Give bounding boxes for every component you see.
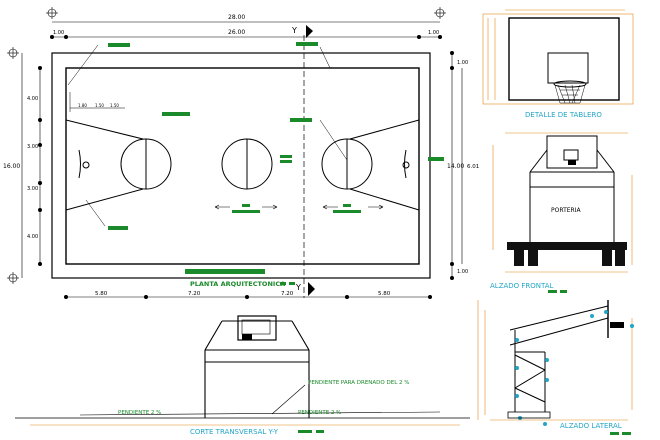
section-arrow-bottom-icon: [308, 282, 315, 296]
dim-right-mid-b: 6.01: [467, 164, 479, 170]
dim-right-top: 1.00: [457, 60, 468, 66]
section-backboard: [237, 315, 277, 341]
cross-section: PENDIENTE PARA DRENADO DEL 2 % PENDIENTE…: [15, 315, 470, 436]
backboard-detail-label: DETALLE DE TABLERO: [525, 111, 602, 119]
porteria-label: PORTERIA: [551, 207, 581, 214]
cross-section-label: CORTE TRANSVERSAL Y-Y: [190, 428, 279, 436]
section-arrow-top-icon: [306, 25, 313, 38]
right-hoop-icon: [402, 161, 410, 169]
section-marker-bottom: Y: [295, 283, 301, 292]
backboard-detail: DETALLE DE TABLERO: [482, 9, 634, 119]
porteria-frame: [529, 149, 615, 242]
court-lines: [65, 67, 420, 265]
dim-left-seg4: 4.00: [27, 234, 38, 240]
plan-title: PLANTA ARQUITECTONICA: [190, 280, 285, 288]
court-outer-boundary: [51, 52, 431, 279]
dim-top-inner: 26.00: [228, 29, 245, 36]
dim-bottom-seg2: 7.20: [188, 291, 201, 297]
dim-bottom-seg4: 5.80: [378, 291, 391, 297]
right-key-lines: [349, 119, 420, 211]
small-dim-2: 1.50: [95, 103, 104, 108]
note-drainage-slope: PENDIENTE PARA DRENADO DEL 2 %: [308, 380, 410, 386]
side-bolt-markers: [515, 310, 634, 426]
section-marker-top: Y: [291, 26, 297, 35]
dim-left-seg3: 3.00: [27, 186, 38, 192]
section-frame: [204, 320, 310, 418]
left-hoop-icon: [82, 161, 90, 169]
court-plan: 1.80 1.50 1.50 PLANTA A: [3, 7, 479, 299]
front-backboard: [546, 135, 598, 169]
green-annotation-blocks: [108, 42, 444, 274]
dim-top-left-margin: 1.00: [53, 30, 64, 36]
backboard-target-square: [547, 52, 589, 84]
backboard: [508, 17, 620, 101]
hoop-ring: [553, 80, 587, 88]
side-elevation: ALZADO LATERAL: [477, 300, 634, 435]
dim-left-overall: 16.00: [3, 163, 20, 170]
side-elevation-label: ALZADO LATERAL: [560, 422, 622, 430]
front-elevation-label: ALZADO FRONTAL: [490, 282, 554, 290]
front-elevation: PORTERIA ALZADO FRONTAL: [490, 132, 633, 293]
hoop-net: [554, 84, 586, 104]
dim-left-seg1: 4.00: [27, 96, 38, 102]
note-slope-right: PENDIENTE 2 %: [298, 410, 341, 416]
dim-top-overall: 28.00: [228, 14, 245, 21]
side-frame: [509, 305, 609, 412]
dim-left-seg2: 3.00: [27, 144, 38, 150]
small-dim-1: 1.80: [78, 103, 87, 108]
front-footing: [507, 242, 627, 250]
left-key-lines: [65, 119, 144, 211]
small-dim-3: 1.50: [110, 103, 119, 108]
dim-right-bottom: 1.00: [457, 269, 468, 275]
dim-bottom-seg1: 5.80: [95, 291, 108, 297]
dim-top-right-margin: 1.00: [428, 30, 439, 36]
left-three-point-arc: [78, 149, 81, 179]
corner-marks: [7, 7, 446, 284]
dim-right-mid-a: 14.00: [447, 163, 464, 170]
right-three-point-arc: [404, 149, 407, 179]
note-slope-left: PENDIENTE 2 %: [118, 410, 161, 416]
dim-bottom-seg3: 7.20: [281, 291, 294, 297]
